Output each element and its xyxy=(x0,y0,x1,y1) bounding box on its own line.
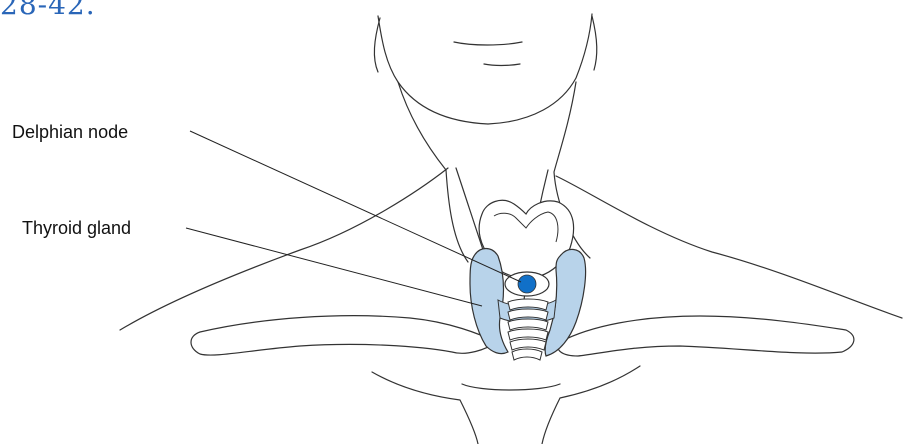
left-shoulder-outline xyxy=(120,168,448,330)
left-chest-curve xyxy=(372,372,478,444)
lower-lip xyxy=(484,64,520,66)
right-clavicle xyxy=(558,316,854,356)
upper-lip xyxy=(454,42,522,45)
delphian-node xyxy=(518,275,536,293)
sternal-notch-curve xyxy=(462,384,560,390)
right-ear xyxy=(592,16,597,70)
left-clavicle xyxy=(191,316,496,355)
right-chest-curve xyxy=(542,366,640,444)
thyroid-gland-leader-line xyxy=(186,228,482,306)
delphian-node-leader-line xyxy=(190,131,521,282)
face-outline xyxy=(378,14,592,124)
right-shoulder-outline xyxy=(556,176,902,318)
